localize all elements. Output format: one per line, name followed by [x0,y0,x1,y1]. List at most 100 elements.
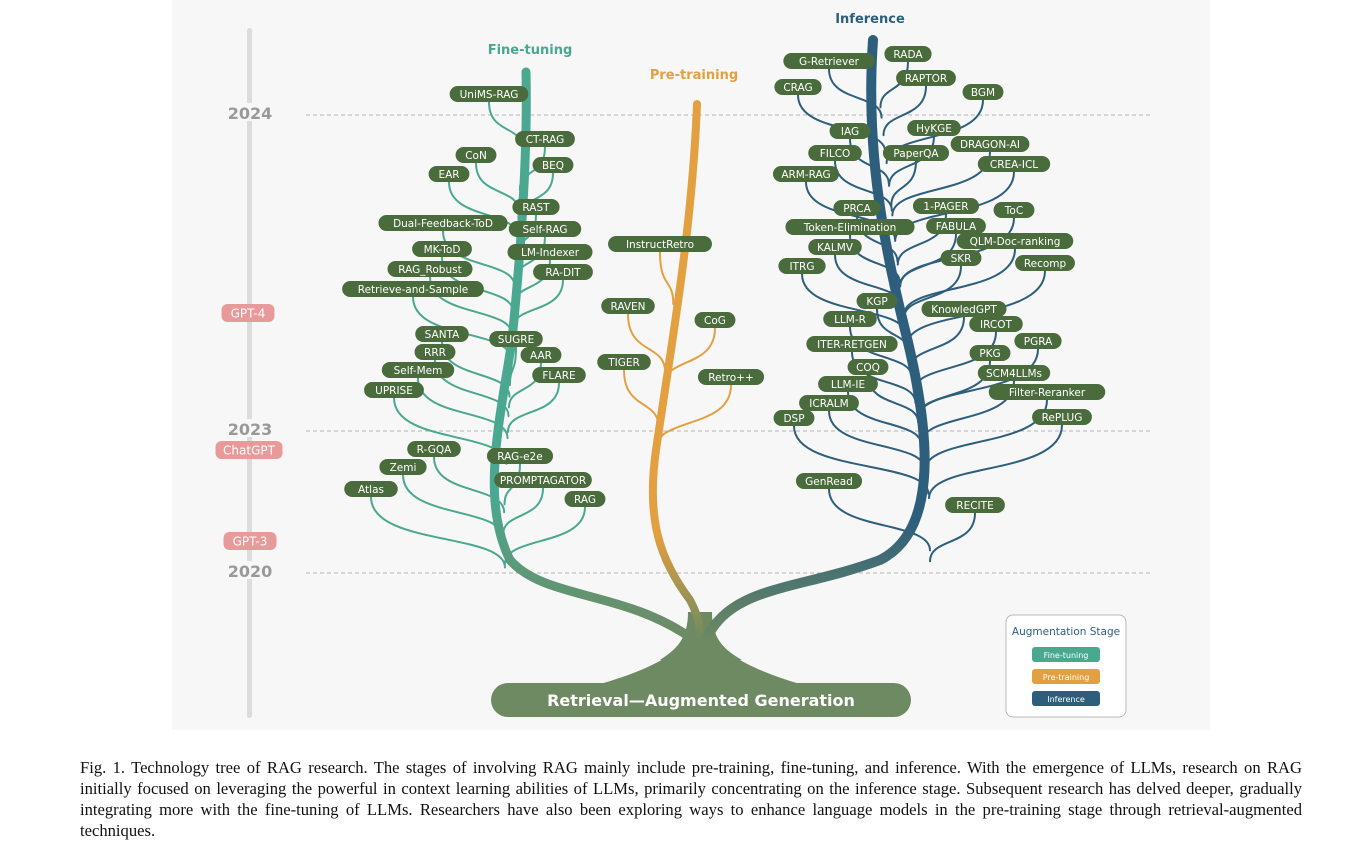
node-recomp: Recomp [1024,258,1067,270]
node-paperqa: PaperQA [893,148,939,160]
node-retrieve-and-sample-pill [342,281,484,297]
node-ircot-pill [969,316,1023,332]
twig-genread [828,488,931,552]
node-mk-tod-pill [412,241,472,257]
node-flare: FLARE [542,370,575,382]
node-filco-pill [808,145,862,161]
node-hykge: HyKGE [916,123,952,135]
node-bgm: BGM [971,87,995,99]
node-coq: COQ [856,362,880,374]
node-coq-pill [847,359,889,375]
twig-skr [902,265,962,320]
node-dsp: DSP [783,413,804,425]
node-rag-robust: RAG_Robust [398,264,461,276]
node-atlas: Atlas [358,484,384,496]
node-retro: Retro++ [708,372,754,384]
node-sugre: SUGRE [498,334,534,346]
twig-r-gqa [433,456,506,514]
node-ear: EAR [438,169,459,181]
node-qlm-doc-ranking: QLM-Doc-ranking [970,236,1061,248]
milestone-gpt-4-pill [221,304,275,322]
node-pgra-pill [1014,333,1062,349]
root-label: Retrieval—Augmented Generation [547,691,855,710]
milestone-gpt-3-pill [223,532,277,550]
node-zemi: Zemi [390,462,417,474]
node-knowledgpt: KnowledGPT [931,304,997,316]
node-unims-rag-pill [449,86,529,102]
pre-training-trunk [648,100,704,644]
node-raven: RAVEN [610,301,645,313]
twig-con [475,162,520,213]
node-replug: RePLUG [1042,412,1083,424]
node-rada-pill [884,46,932,62]
node-kgp: KGP [866,296,887,308]
node-rag-pill [564,491,606,507]
node-iter-retgen-pill [806,336,898,352]
node-toc: ToC [1004,205,1023,217]
node-knowledgpt-pill [921,301,1007,317]
inference-title: Inference [835,12,905,27]
node-promptagator-pill [494,472,592,488]
legend-title: Augmentation Stage [1012,626,1120,638]
node-dsp-pill [773,410,815,426]
node-ct-rag-pill [515,131,575,147]
node-llm-ie-pill [818,376,878,392]
node-g-retriever-pill [783,53,875,69]
node-rast: RAST [522,202,550,214]
node-r-gqa: R-GQA [417,444,452,456]
node-token-elimination-pill [785,219,915,235]
node-ircot: IRCOT [980,319,1012,331]
year-label-bg [224,419,276,437]
root-spread [600,620,800,684]
node-atlas-pill [344,481,398,497]
twig-raptor [882,85,927,137]
node-fabula-pill [926,218,986,234]
node-rrr-pill [414,344,456,360]
root-pill [491,683,911,717]
inference-trunk [701,35,930,645]
node-iag: IAG [841,126,859,138]
node-crag-pill [774,79,822,95]
year-label-2020: 2020 [228,562,273,581]
legend-swatch-inference [1032,691,1100,706]
twig-atlas [370,496,506,569]
node-filter-reranker-pill [988,384,1106,400]
node-llm-r-pill [823,311,877,327]
node-skr-pill [940,250,982,266]
twig-promptagator [502,487,544,536]
fine-tuning-title: Fine-tuning [488,43,573,58]
node-raptor-pill [896,70,956,86]
node-prca: PRCA [843,203,871,215]
node-g-retriever: G-Retriever [799,56,860,68]
twig-instructretro [659,251,675,306]
twig-raven [627,313,667,374]
node-promptagator: PROMPTAGATOR [500,475,586,487]
twig-knowledgpt [909,316,965,371]
node-aar: AAR [530,350,552,362]
twig-recite [929,512,976,563]
node-arm-rag-pill [772,166,840,182]
node-raven-pill [601,298,655,314]
node-tiger: TIGER [607,357,640,369]
node-self-rag: Self-RAG [523,224,568,236]
node-cog: CoG [704,315,726,327]
node-rast-pill [512,199,560,215]
milestone-chatgpt-pill [215,441,283,459]
node-ear-pill [428,166,470,182]
node-unims-rag: UniMS-RAG [460,89,519,101]
node-kgp-pill [856,293,898,309]
node-r-gqa-pill [407,441,461,457]
twig-llm-ie [847,391,923,447]
node-rag: RAG [574,494,596,506]
node-crea-icl: CREA-ICL [990,159,1038,171]
node-recomp-pill [1015,255,1075,271]
node-retrieve-and-sample: Retrieve-and-Sample [358,284,468,296]
node-santa: SANTA [425,329,460,341]
node-lm-indexer: LM-Indexer [521,247,580,259]
node-crea-icl-pill [977,156,1051,172]
twig-replug [928,424,1063,500]
node-ct-rag: CT-RAG [526,134,565,146]
node-rag-e2e: RAG-e2e [497,451,542,463]
node-icralm: ICRALM [809,398,848,410]
